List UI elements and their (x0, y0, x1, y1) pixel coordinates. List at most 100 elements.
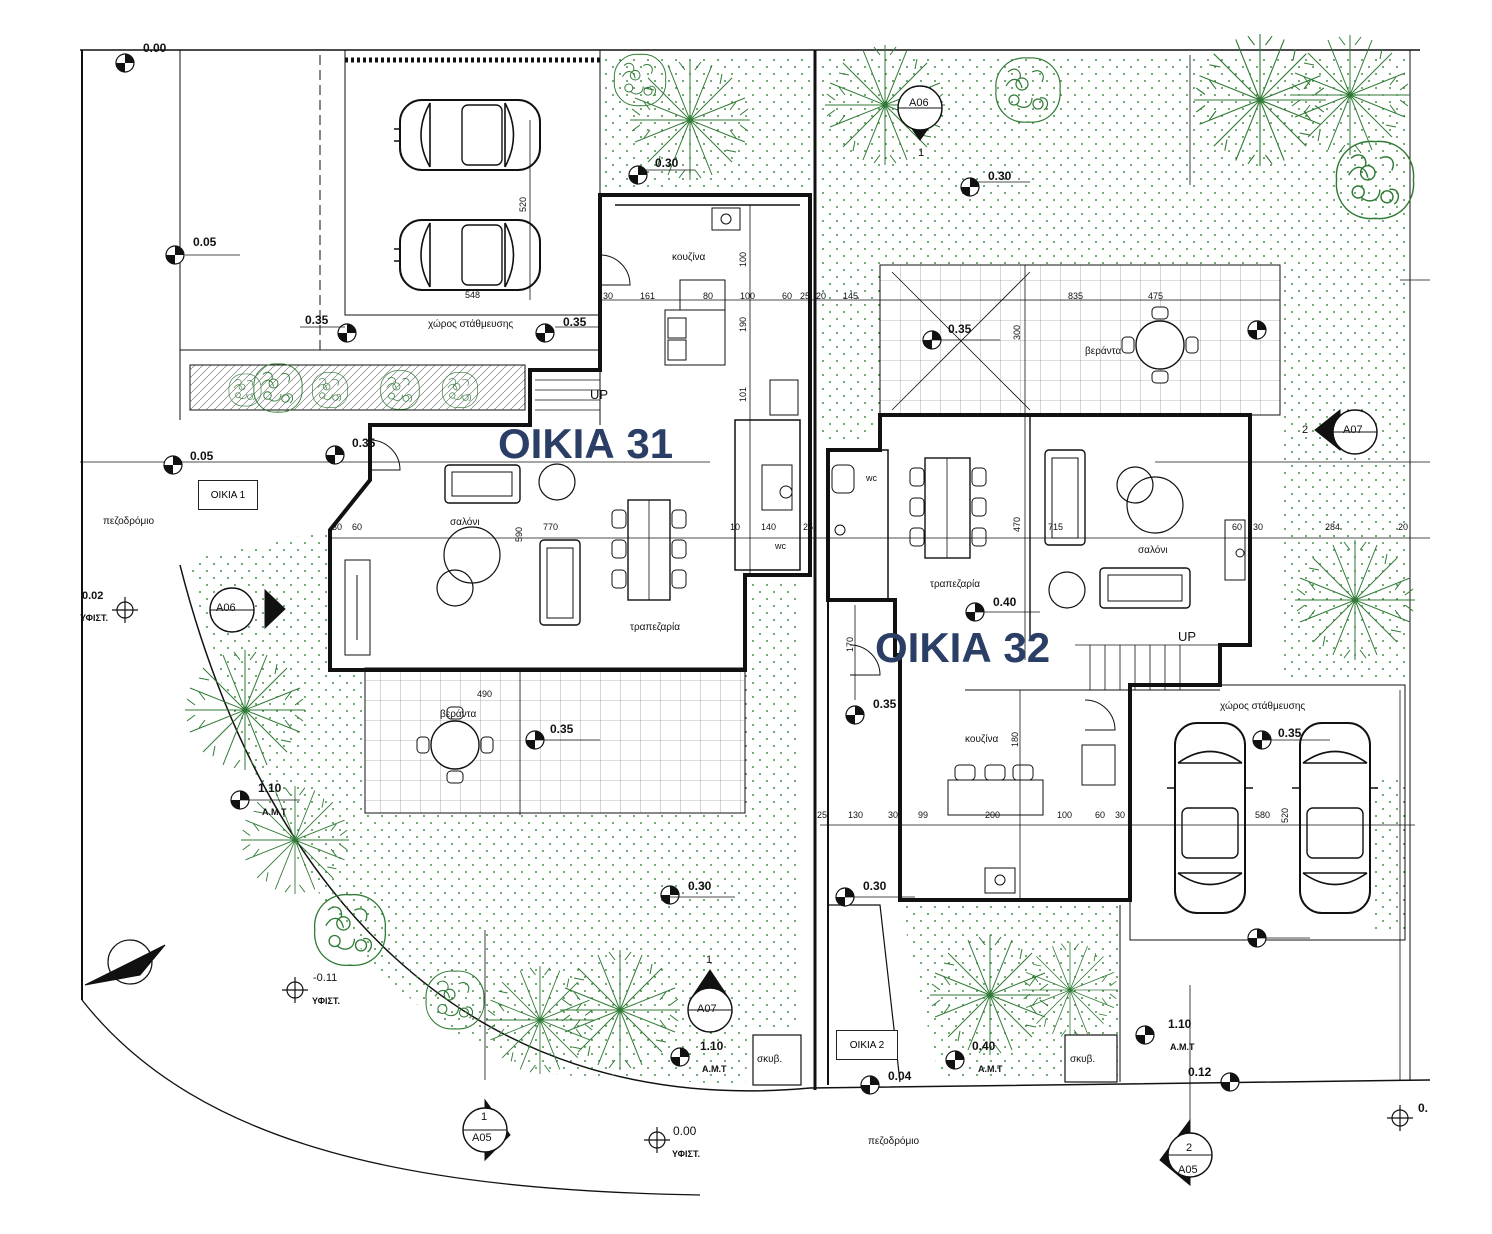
parking-label-32: χώρος στάθμευσης (1220, 701, 1306, 712)
store-label-31: σκυβ. (757, 1054, 783, 1065)
dim-30-living32: 30 (1253, 522, 1264, 532)
section-num-2-right: 2 (1302, 424, 1309, 436)
level-garden-32: 0.30 (988, 169, 1012, 183)
kitchen-label-32: κουζίνα (965, 734, 999, 745)
dim-490: 490 (477, 689, 493, 699)
house-32-label: ΟΙΚΙΑ 32 (875, 624, 1051, 671)
dim-60-living: 60 (352, 522, 363, 532)
section-a06-left: A06 (216, 602, 236, 614)
dim-170: 170 (845, 636, 856, 653)
amt-note-left: Α.Μ.Τ (262, 807, 287, 817)
dining-label-31: τραπεζαρία (630, 622, 680, 633)
dim-60-kitchen: 60 (782, 291, 793, 301)
section-num-2-a05: 2 (1186, 1142, 1193, 1154)
section-num-1-top: 1 (918, 147, 925, 159)
sidewalk-label-bottom: πεζοδρόμιο (868, 1136, 920, 1147)
dim-161: 161 (640, 291, 656, 301)
level-parking-32: 0.35 (1278, 726, 1302, 740)
yfist-note-left: ΥΦΙΣΤ. (80, 613, 108, 623)
level-002: 0.02 (82, 590, 104, 602)
house-2-tag: ΟΙΚΙΑ 2 (836, 1030, 898, 1060)
level-entrance-31: 0.35 (352, 436, 376, 450)
level-110-left: 1.10 (258, 781, 282, 795)
dim-60-living32: 60 (1232, 522, 1243, 532)
dim-770: 770 (543, 522, 559, 532)
store-label-32: σκυβ. (1070, 1054, 1096, 1065)
section-a05-left: A05 (472, 1132, 492, 1144)
dim-590: 590 (514, 526, 525, 543)
yfist-note-bottom: ΥΦΙΣΤ. (672, 1149, 700, 1159)
dim-20-kitchen: 20 (816, 291, 827, 301)
level-012: 0.12 (1188, 1065, 1212, 1079)
dim-30-living: 30 (332, 522, 343, 532)
dim-30-bottom: 30 (888, 810, 899, 820)
dining-label-32: τραπεζαρία (930, 579, 980, 590)
dim-470: 470 (1012, 516, 1023, 533)
dim-99: 99 (918, 810, 929, 820)
living-label-31: σαλόνι (450, 517, 480, 528)
dim-140: 140 (761, 522, 777, 532)
dim-25-kitchen: 25 (800, 291, 811, 301)
kitchen-label-31: κουζίνα (672, 252, 706, 263)
dim-145: 145 (843, 291, 859, 301)
dim-130: 130 (848, 810, 864, 820)
dim-100-kitchen: 100 (740, 291, 756, 301)
house-1-tag: ΟΙΚΙΑ 1 (198, 480, 258, 510)
dim-300: 300 (1012, 324, 1023, 341)
dim-10: 10 (730, 522, 741, 532)
sidewalk-label-left: πεζοδρόμιο (103, 516, 155, 527)
dim-190: 190 (738, 316, 749, 333)
dim-520-left: 520 (518, 196, 529, 213)
dim-520-right: 520 (1280, 807, 1291, 824)
dim-580: 580 (1255, 810, 1271, 820)
level-005-lower: 0.05 (190, 449, 214, 463)
level-gate-32: 0.40 (972, 1039, 996, 1053)
house-31-label: ΟΙΚΙΑ 31 (498, 420, 674, 467)
amt-note-32: Α.Μ.Τ (978, 1064, 1003, 1074)
level-110-gate-31: 1.10 (700, 1039, 724, 1053)
section-num-2-left: 2 (275, 602, 282, 614)
yfist-note-mid: ΥΦΙΣΤ. (312, 996, 340, 1006)
dim-100-vert: 100 (738, 251, 749, 268)
dim-101: 101 (738, 386, 749, 403)
section-a06-top: A06 (909, 97, 929, 109)
dim-180: 180 (1010, 731, 1021, 748)
level-garden-31-lower: 0.30 (688, 879, 712, 893)
dim-100-bottom: 100 (1057, 810, 1073, 820)
dim-25-wc: 25 (803, 522, 814, 532)
amt-note-31: Α.Μ.Τ (702, 1064, 727, 1074)
amt-note-right: Α.Μ.Τ (1170, 1042, 1195, 1052)
living-label-32: σαλόνι (1138, 545, 1168, 556)
dim-475: 475 (1148, 291, 1164, 301)
dim-548: 548 (465, 290, 481, 300)
level-011: -0.11 (313, 972, 338, 984)
section-a07-bottom: A07 (697, 1003, 717, 1015)
dim-715: 715 (1048, 522, 1064, 532)
dim-20-right: 20 (1398, 522, 1409, 532)
level-005-upper: 0.05 (193, 235, 217, 249)
level-side-32: 0.30 (863, 879, 887, 893)
veranda-label-31: βεράντα (440, 709, 477, 720)
dim-835: 835 (1068, 291, 1084, 301)
level-000-bottom: 0.00 (673, 1124, 697, 1138)
dim-80: 80 (703, 291, 714, 301)
stairs-up-label-31: UP (590, 387, 609, 402)
level-entrance-32: 0.35 (873, 697, 897, 711)
level-veranda-31: 0.35 (550, 722, 574, 736)
level-parking-left: 0.35 (305, 313, 329, 327)
level-dining-32: 0.40 (993, 595, 1017, 609)
section-num-1-a05: 1 (481, 1111, 488, 1123)
dim-284: 284 (1325, 522, 1341, 532)
dim-30-bottom-right: 30 (1115, 810, 1126, 820)
level-004: 0.04 (888, 1069, 912, 1083)
parking-label-31: χώρος στάθμευσης (428, 319, 514, 330)
section-a07-right: A07 (1343, 424, 1363, 436)
dim-30-kitchen: 30 (603, 291, 614, 301)
dim-25-bottom: 25 (817, 810, 828, 820)
level-110-right: 1.10 (1168, 1017, 1192, 1031)
wc-label-32: wc (866, 473, 877, 483)
dim-60-bottom: 60 (1095, 810, 1106, 820)
stairs-up-label-32: UP (1178, 629, 1197, 644)
section-num-1-bottom: 1 (706, 954, 713, 966)
